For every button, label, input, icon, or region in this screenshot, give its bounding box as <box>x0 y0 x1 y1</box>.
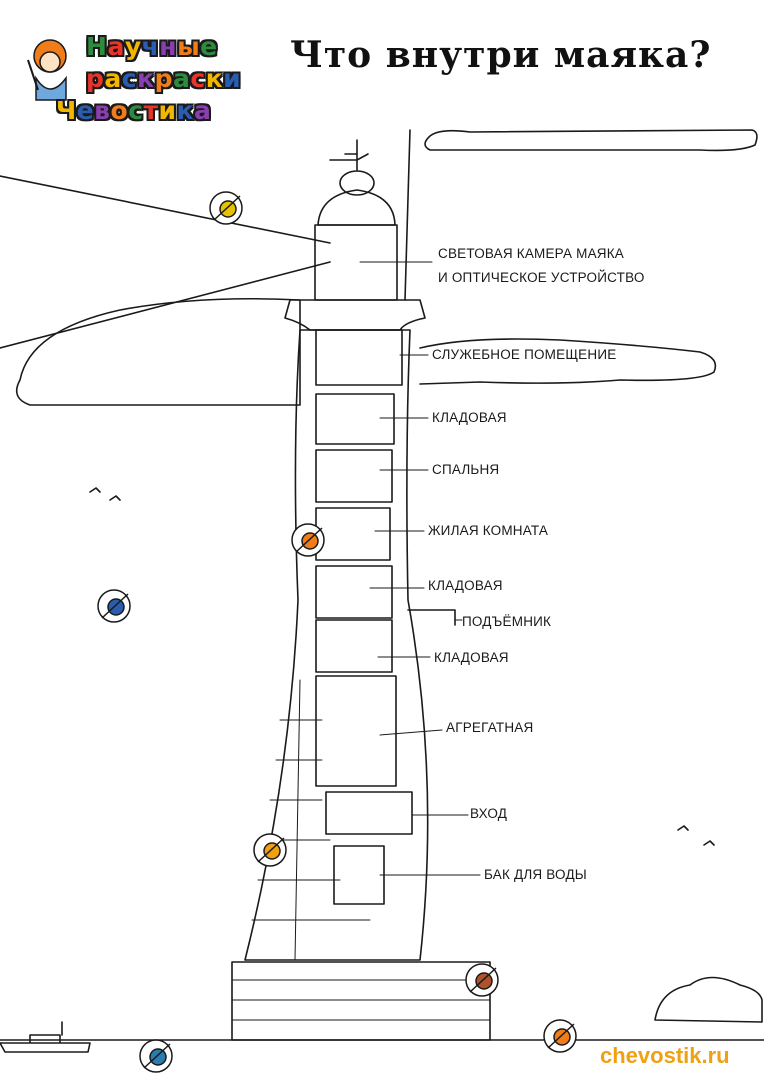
label-storeroom-1: КЛАДОВАЯ <box>432 410 507 425</box>
room-storeroom-1 <box>315 393 395 445</box>
room-service <box>315 329 403 386</box>
bird <box>677 825 715 846</box>
room-generator <box>315 675 397 787</box>
cloud-middle-left <box>15 297 301 406</box>
cloud-top <box>424 129 758 152</box>
room-bedroom <box>315 449 393 503</box>
antenna-mast <box>404 129 411 301</box>
mascot-logo <box>27 39 67 101</box>
gallery <box>284 299 426 331</box>
light-beam-lower <box>0 261 331 349</box>
lantern-dome <box>317 189 396 226</box>
site-link[interactable]: chevostik.ru <box>600 1043 730 1068</box>
brush-color-icon-orange-3 <box>543 1019 577 1053</box>
label-light-chamber-1: СВЕТОВАЯ КАМЕРА МАЯКА <box>438 246 625 261</box>
leader-lines <box>359 261 481 876</box>
label-bedroom: СПАЛЬНЯ <box>432 462 500 477</box>
ship <box>0 1021 91 1053</box>
brick-pattern-base <box>231 979 491 1021</box>
label-entrance: ВХОД <box>470 806 508 821</box>
cloud-middle-right <box>419 338 717 385</box>
logo-line-2: раскраски <box>86 64 242 93</box>
room-water-tank <box>333 845 385 905</box>
brick-pattern-left <box>251 679 371 961</box>
label-light-chamber-2: И ОПТИЧЕСКОЕ УСТРОЙСТВО <box>438 270 645 285</box>
label-lift: ПОДЪЁМНИК <box>462 614 552 629</box>
brush-color-icon-yellow <box>209 191 243 225</box>
brush-color-icon-orange-2 <box>253 833 287 867</box>
label-living-room: ЖИЛАЯ КОМНАТА <box>428 523 549 538</box>
label-service-room: СЛУЖЕБНОЕ ПОМЕЩЕНИЕ <box>432 347 617 362</box>
logo-line-1: Научные <box>86 32 218 61</box>
weather-vane <box>329 153 369 161</box>
label-generator-room: АГРЕГАТНАЯ <box>446 720 534 735</box>
brush-color-icon-orange <box>291 523 325 557</box>
bird <box>89 487 121 501</box>
lift-arm <box>407 609 456 626</box>
room-entrance <box>325 791 413 835</box>
light-beam-upper <box>0 175 331 244</box>
dome-cap <box>339 170 375 196</box>
room-living <box>315 507 391 561</box>
page-title: Что внутри маяка? <box>290 34 712 76</box>
brush-color-icon-brown <box>465 963 499 997</box>
room-storeroom-3 <box>315 619 393 673</box>
label-water-tank: БАК ДЛЯ ВОДЫ <box>484 867 587 882</box>
label-storeroom-2: КЛАДОВАЯ <box>428 578 503 593</box>
label-storeroom-3: КЛАДОВАЯ <box>434 650 509 665</box>
room-storeroom-2 <box>315 565 393 619</box>
brush-color-icon-blue <box>97 589 131 623</box>
brush-color-icon-blue-2 <box>139 1039 173 1073</box>
cloud-bottom-right <box>654 976 763 1023</box>
logo-line-3: Чевостика <box>56 96 212 125</box>
tower-base <box>231 961 491 1041</box>
